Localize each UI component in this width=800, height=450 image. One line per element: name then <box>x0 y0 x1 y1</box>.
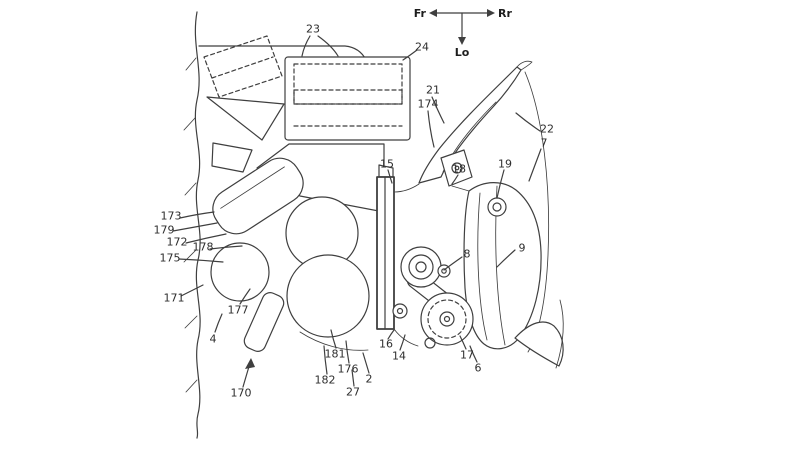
reference-label-14: 14 <box>392 349 406 363</box>
reference-label-16: 16 <box>379 337 393 351</box>
reference-label-17: 17 <box>460 348 474 362</box>
reference-label-172: 172 <box>166 235 188 249</box>
reference-label-15: 15 <box>380 157 394 171</box>
reference-label-178: 178 <box>192 240 214 254</box>
reference-label-24: 24 <box>415 40 429 54</box>
reference-label-175: 175 <box>159 251 181 265</box>
reference-label-171: 171 <box>163 291 185 305</box>
reference-label-173: 173 <box>160 209 182 223</box>
reference-label-18: 18 <box>452 162 466 176</box>
reference-label-27: 27 <box>346 385 360 399</box>
reference-label-170: 170 <box>230 386 252 400</box>
reference-label-6: 6 <box>474 361 482 375</box>
orientation-compass: Fr Rr Lo <box>414 7 513 59</box>
vertical-strip <box>376 164 420 330</box>
reference-label-8: 8 <box>463 247 471 261</box>
reference-label-177: 177 <box>227 303 249 317</box>
compass-lo-label: Lo <box>455 46 470 59</box>
reference-label-176: 176 <box>337 362 359 376</box>
reference-label-21: 21 <box>426 83 440 97</box>
engine <box>210 157 419 352</box>
rear-panel <box>451 182 542 350</box>
pivot-bracket <box>440 149 473 187</box>
curved-blade <box>418 60 533 184</box>
air-box <box>203 35 411 141</box>
reference-label-23: 23 <box>306 22 320 36</box>
reference-label-19: 19 <box>498 157 512 171</box>
compass-fr-label: Fr <box>414 7 427 20</box>
reference-label-174: 174 <box>417 97 439 111</box>
reference-label-9: 9 <box>518 241 526 255</box>
reference-label-2: 2 <box>365 372 373 386</box>
frame-wedge <box>206 96 285 173</box>
reference-label-22: 22 <box>540 122 554 136</box>
leader-lines <box>172 35 542 388</box>
compass-rr-label: Rr <box>498 7 512 20</box>
reference-label-182: 182 <box>314 373 336 387</box>
reference-label-4: 4 <box>209 332 217 346</box>
right-edge <box>514 71 564 369</box>
reference-label-7: 7 <box>540 136 548 150</box>
reference-label-179: 179 <box>153 223 175 237</box>
reference-label-181: 181 <box>324 347 346 361</box>
linkage <box>392 246 474 349</box>
